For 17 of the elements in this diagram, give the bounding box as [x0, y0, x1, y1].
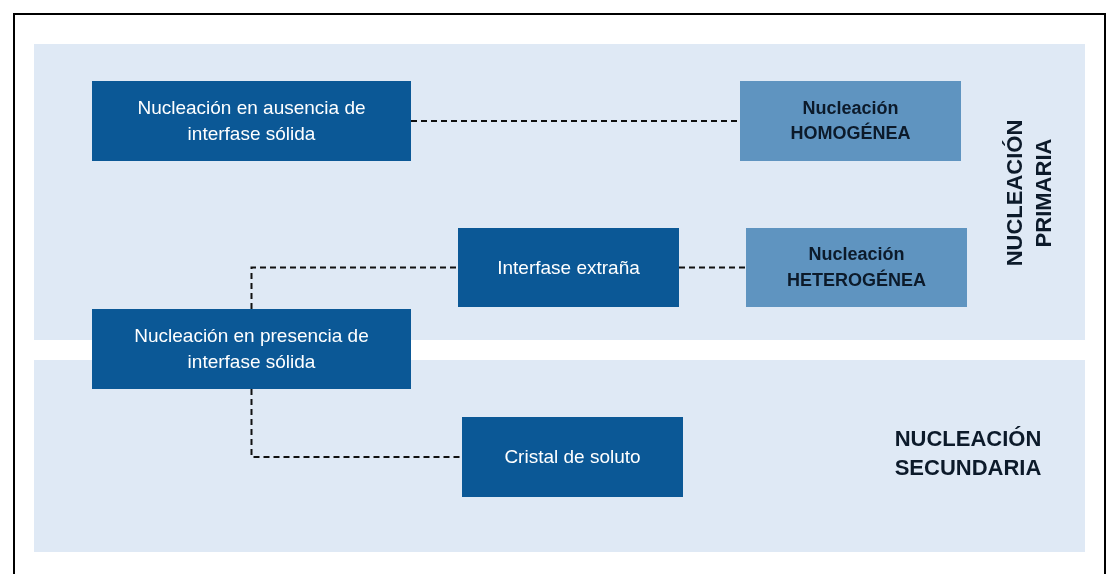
- box-label: Nucleación HOMOGÉNEA: [789, 96, 912, 145]
- box-label: Interfase extraña: [497, 255, 640, 280]
- process-box: [746, 228, 967, 307]
- process-box: [740, 81, 961, 161]
- process-box: [92, 81, 411, 161]
- box-label: Cristal de soluto: [504, 445, 641, 470]
- box-label: Nucleación en presencia de interfase sólida: [133, 324, 370, 374]
- connector-line: [250, 388, 463, 458]
- band-label: NUCLEACIÓN SECUNDARIA: [893, 425, 1043, 482]
- process-box: [462, 417, 683, 497]
- process-box: [92, 309, 411, 389]
- box-label: Nucleación en ausencia de interfase sólida: [136, 96, 367, 146]
- band-label: NUCLEACIÓN PRIMARIA: [1000, 118, 1056, 268]
- box-label: Nucleación HETEROGÉNEA: [786, 243, 927, 292]
- connector-line: [678, 266, 747, 269]
- process-box: [458, 228, 679, 307]
- connector-line: [250, 266, 459, 310]
